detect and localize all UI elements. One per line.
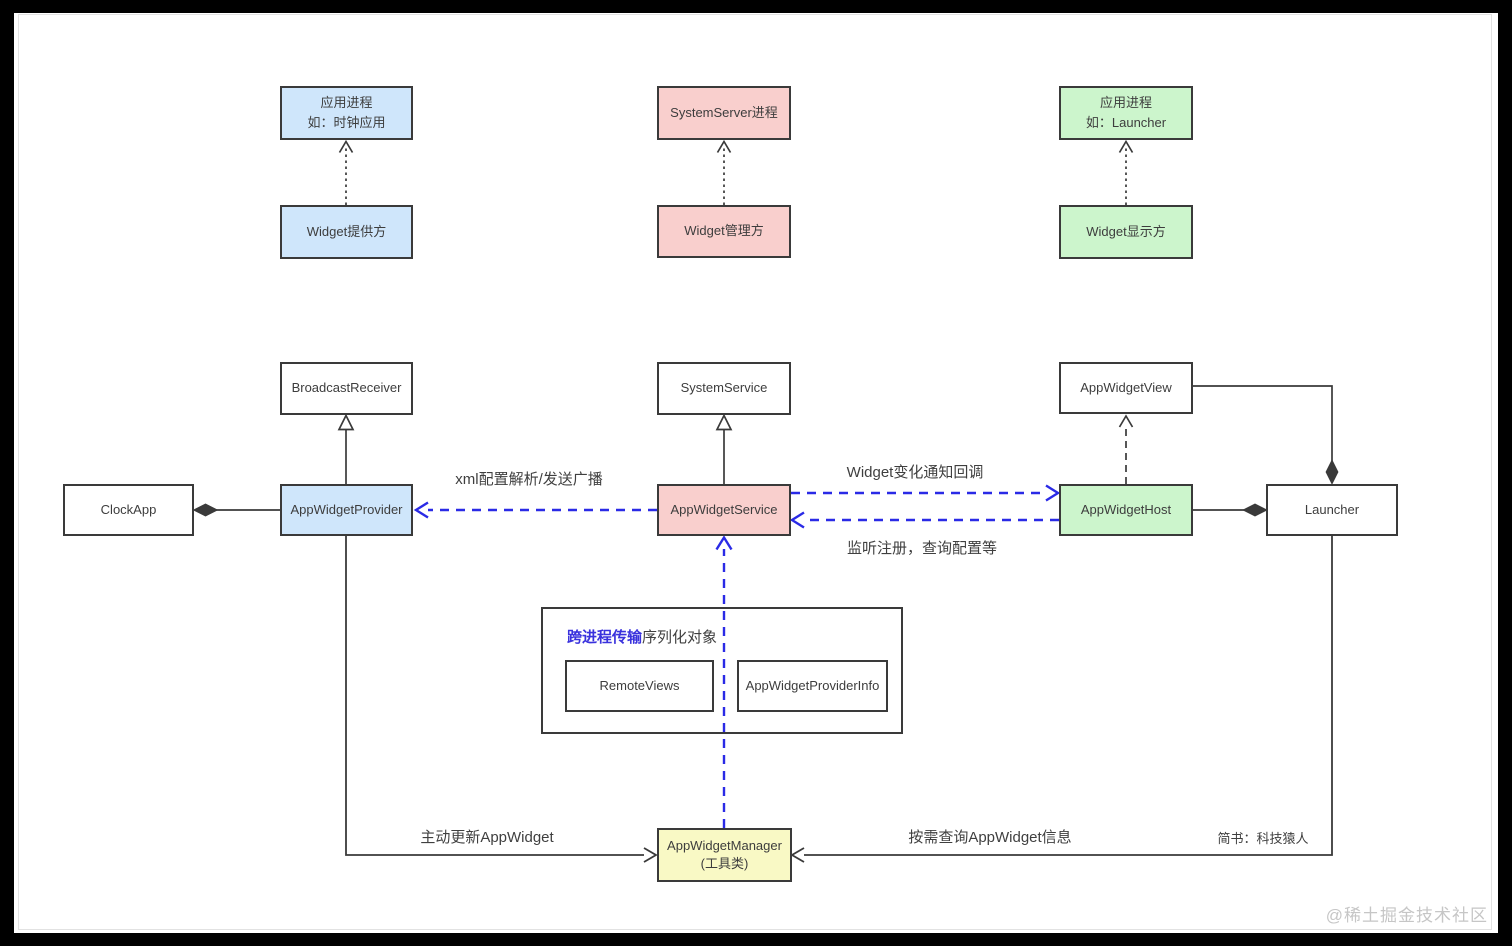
node-systemserver-process: SystemServer进程 <box>657 86 791 140</box>
credit-text: 简书：科技猿人 <box>1217 831 1309 846</box>
diamond <box>192 503 219 517</box>
node-label: Launcher <box>1304 501 1360 517</box>
node-label: RemoteViews <box>599 677 680 693</box>
arrowhead-left <box>790 847 805 863</box>
node-label: Widget显示方 <box>1086 223 1166 239</box>
arrowhead-right <box>1045 484 1061 502</box>
node-label: AppWidgetView <box>1080 379 1172 395</box>
node-label: ClockApp <box>100 501 157 517</box>
node-widget-manager-role: Widget管理方 <box>657 205 791 258</box>
node-label: (工具类) <box>700 856 749 871</box>
group-title-rest: 序列化对象 <box>642 629 718 646</box>
arrowhead-up <box>338 139 354 153</box>
arrowhead-up <box>1118 139 1134 153</box>
node-label: SystemServer进程 <box>670 104 778 120</box>
node-app-widget-provider-info: AppWidgetProviderInfo <box>737 660 888 712</box>
node-app-process-launcher: 应用进程 如：Launcher <box>1059 86 1193 140</box>
diamond <box>1242 503 1268 517</box>
node-widget-display-role: Widget显示方 <box>1059 205 1193 259</box>
triangle-arrowhead <box>337 413 355 431</box>
edge-label-active-update: 主动更新AppWidget <box>420 829 554 846</box>
arrowhead-right <box>643 847 658 863</box>
node-label: AppWidgetHost <box>1080 501 1172 517</box>
node-app-process-clock: 应用进程 如：时钟应用 <box>280 86 413 140</box>
node-app-widget-view: AppWidgetView <box>1059 362 1193 414</box>
node-label: 如：时钟应用 <box>307 115 386 130</box>
node-label: AppWidgetProviderInfo <box>745 677 880 693</box>
arrowhead-up <box>1118 414 1134 428</box>
arrowhead-up <box>716 139 732 153</box>
node-launcher: Launcher <box>1266 484 1398 536</box>
node-label: AppWidgetManager <box>667 838 782 854</box>
diamond <box>1325 459 1339 485</box>
edge-label-widget-change-callback: Widget变化通知回调 <box>846 464 984 481</box>
arrowhead-up <box>715 535 733 551</box>
node-remote-views: RemoteViews <box>565 660 714 712</box>
edge-appwidgetview-launcher <box>1193 385 1333 461</box>
node-system-service: SystemService <box>657 362 791 415</box>
node-label: 应用进程 <box>320 94 373 110</box>
watermark-text: @稀土掘金技术社区 <box>1325 906 1488 925</box>
node-label: AppWidgetProvider <box>290 501 403 517</box>
diagram-canvas <box>14 13 1498 933</box>
node-label: BroadcastReceiver <box>291 380 402 396</box>
group-title: 跨进程传输序列化对象 <box>567 626 717 647</box>
node-label: 如：Launcher <box>1085 115 1167 130</box>
node-clock-app: ClockApp <box>63 484 194 536</box>
node-label: Widget管理方 <box>684 223 764 239</box>
node-broadcast-receiver: BroadcastReceiver <box>280 362 413 415</box>
node-label: 应用进程 <box>1099 94 1152 110</box>
node-widget-provider-role: Widget提供方 <box>280 205 413 259</box>
arrowhead-left <box>789 511 805 529</box>
edge-label-xml-parse: xml配置解析/发送广播 <box>455 471 603 488</box>
arrowhead-left <box>413 501 429 519</box>
node-app-widget-host: AppWidgetHost <box>1059 484 1193 536</box>
node-label: SystemService <box>680 380 768 396</box>
triangle-arrowhead <box>715 413 733 431</box>
node-app-widget-service: AppWidgetService <box>657 484 791 536</box>
edge-launcher-to-manager <box>804 536 1333 856</box>
edge-label-listen-register: 监听注册，查询配置等 <box>846 540 998 557</box>
node-label: AppWidgetService <box>670 501 778 517</box>
node-app-widget-provider: AppWidgetProvider <box>280 484 413 536</box>
node-app-widget-manager: AppWidgetManager (工具类) <box>657 828 792 882</box>
edge-provider-to-manager <box>345 536 644 856</box>
node-label: Widget提供方 <box>306 223 387 239</box>
edge-label-query-info: 按需查询AppWidget信息 <box>908 829 1072 846</box>
group-title-highlight: 跨进程传输 <box>567 629 643 646</box>
page-border <box>18 14 1492 930</box>
